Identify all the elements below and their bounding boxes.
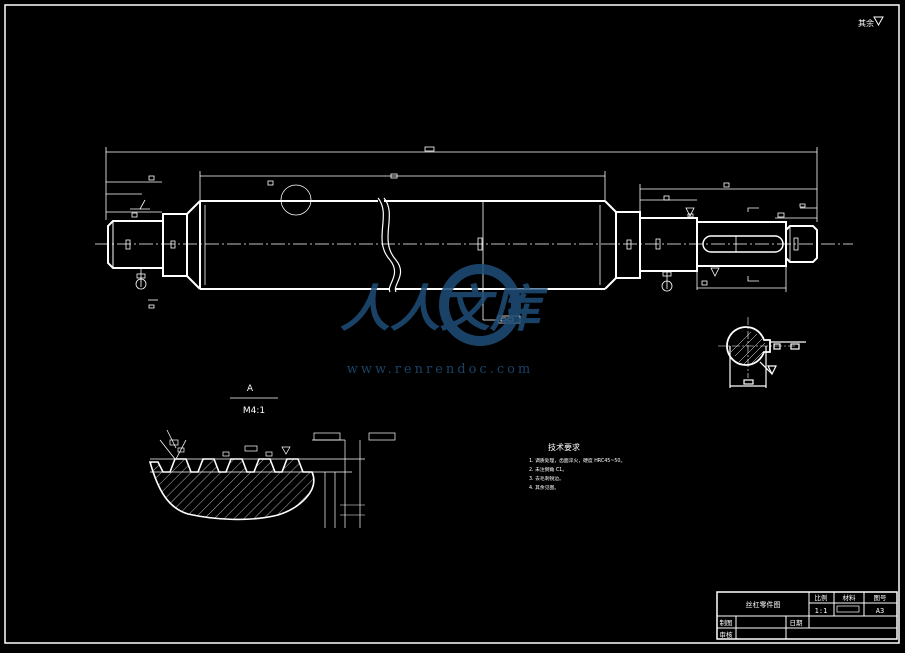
detail-a-scale: M4:1 bbox=[243, 406, 265, 416]
scale-value: 1:1 bbox=[815, 607, 828, 615]
tech-requirement-2: 2. 未注倒角 C1。 bbox=[529, 466, 567, 473]
watermark-url: www.renrendoc.com bbox=[347, 362, 534, 377]
drawing-frame bbox=[4, 4, 900, 644]
watermark-logo-icon bbox=[439, 264, 521, 346]
sheet-size: A3 bbox=[876, 607, 884, 615]
tech-requirement-4: 4. 其余见图。 bbox=[529, 484, 559, 491]
title-block bbox=[716, 591, 898, 640]
checked-by-label: 审核 bbox=[720, 630, 734, 639]
header-scale: 比例 bbox=[815, 593, 828, 602]
roughness-symbol-icon bbox=[873, 16, 884, 27]
roughness-note: 其余 bbox=[858, 16, 884, 28]
header-drawing-no: 图号 bbox=[874, 594, 888, 602]
thread-section-hatch bbox=[148, 458, 315, 521]
watermark: 人人文库 www.renrendoc.com bbox=[340, 264, 548, 377]
part-name: 丝杠零件图 bbox=[746, 600, 781, 609]
detail-a-label: A M4:1 bbox=[230, 384, 278, 416]
header-material: 材料 bbox=[843, 593, 857, 602]
overall-dimensions bbox=[105, 146, 818, 222]
date-label: 日期 bbox=[790, 619, 804, 627]
tech-requirement-3: 3. 去毛刺锐边。 bbox=[529, 475, 564, 482]
shaft-dimension-markers bbox=[125, 180, 817, 324]
tech-requirement-1: 1. 调质处理，齿面淬火，硬度 HRC45~50。 bbox=[529, 457, 625, 464]
tech-requirements: 技术要求 1. 调质处理，齿面淬火，硬度 HRC45~50。 2. 未注倒角 C… bbox=[529, 442, 625, 491]
key-section-view bbox=[718, 317, 806, 388]
drawn-by-label: 制图 bbox=[720, 618, 733, 627]
section-hatching bbox=[730, 331, 766, 366]
detail-a-letter: A bbox=[247, 384, 254, 394]
title-block-text: 丝杠零件图 比例 材料 图号 1:1 A3 制图 审核 日期 bbox=[720, 593, 888, 639]
roughness-note-text: 其余 bbox=[858, 18, 874, 28]
thread-detail-view bbox=[148, 429, 396, 528]
watermark-brand: 人人文库 bbox=[340, 279, 548, 338]
tech-requirements-title: 技术要求 bbox=[548, 442, 580, 452]
